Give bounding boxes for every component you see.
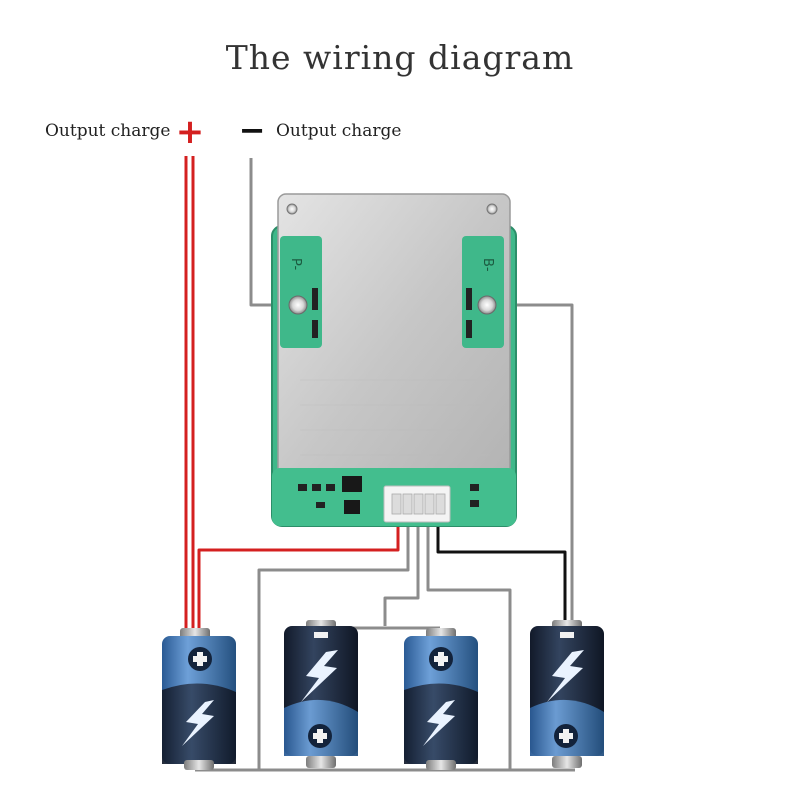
output-positive-label: Output charge [45, 121, 171, 141]
lightning-icon [547, 650, 584, 702]
battery-4 [530, 620, 604, 768]
page-title: The wiring diagram [225, 38, 575, 77]
balance-wire-black [436, 522, 567, 632]
p-minus-terminal [288, 295, 308, 315]
balance-wire-1 [257, 522, 410, 770]
p-minus-pad [280, 236, 322, 348]
plus-symbol-icon: + [176, 112, 205, 152]
battery-2 [284, 620, 358, 768]
balance-wire-3 [426, 522, 512, 770]
bms-board: P- B- [271, 193, 517, 527]
lightning-icon [423, 700, 455, 746]
lightning-icon [301, 650, 338, 702]
p-minus-label: P- [288, 258, 303, 271]
balance-wire-red [197, 522, 400, 632]
minus-symbol-icon: − [239, 111, 266, 149]
screw-icon [286, 203, 298, 215]
screw-icon [486, 203, 498, 215]
b-minus-pad [462, 236, 504, 348]
b-minus-label: B- [480, 258, 495, 272]
lightning-icon [182, 700, 214, 746]
balance-wire-2 [383, 522, 420, 626]
b-minus-terminal [477, 295, 497, 315]
output-negative-label: Output charge [276, 121, 402, 141]
battery-1 [162, 628, 236, 770]
battery-3 [404, 628, 478, 770]
